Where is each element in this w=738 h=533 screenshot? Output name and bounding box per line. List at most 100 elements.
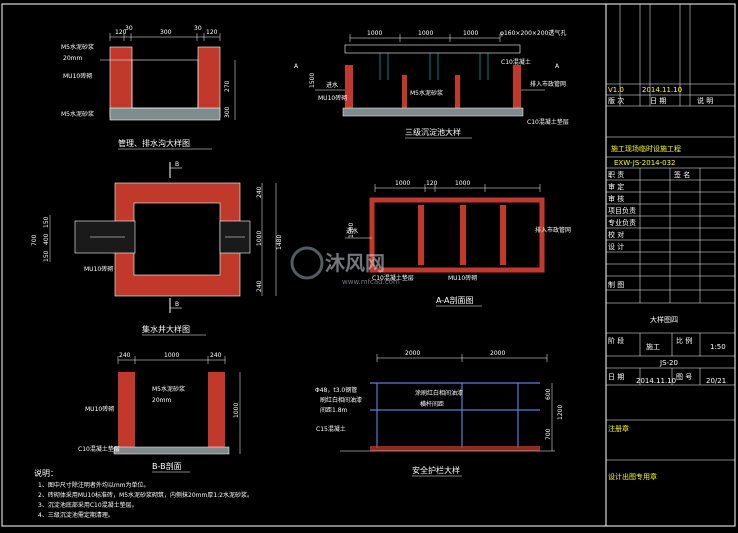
tb-role-label-3: 项目负责 [608,206,636,215]
tb-seal: 设计出图专用章 [608,472,657,481]
tb-sheet-label: 图 号 [676,373,692,381]
aa-label-brick: MU10砖砌 [448,274,477,282]
tank-label-vent: φ160×200×200透气孔 [500,29,566,37]
gutter-dim-3: 300 [160,29,172,36]
bb-label-bedding: C10混凝土垫层 [78,445,120,453]
sump-dim-l1: 150 [43,216,50,228]
note-line-4: 4、三级沉淀池需定期清理。 [38,511,114,519]
tb-sheet-code: JS-20 [659,359,678,367]
section-aa: 1000 120 1000 1500 进水 排入市政管网 C10混凝土垫层 MU… [345,180,571,307]
rail-title: 安全护栏大样 [412,465,460,475]
rail-dim-1: 2000 [405,350,420,357]
tb-role-sign: 签 名 [674,170,690,179]
title-block-text: V1.0 2014.11.10 版 次 日 期 说 明 施工现场临时设施工程 E… [608,86,726,481]
sump-mark-bottom: B [175,301,179,308]
tb-date-value: 2014.11.10 [636,377,676,385]
railing-detail: 2000 2000 600 1200 700 Φ48，t3.0钢管 刷红白相间油… [315,350,564,477]
sump-dim-l2: 400 [43,233,50,245]
rail-dim-2: 2000 [490,350,505,357]
bb-dim-2: 1000 [164,352,179,359]
gutter-dim-right-2: 300 [224,106,231,118]
tank-title: 三级沉淀池大样 [405,127,461,137]
aa-title: A-A剖面图 [436,295,473,305]
rail-label-paint: 刷红白相间油漆 [320,396,362,404]
gutter-detail: 120 30 300 30 120 270 300 M5水泥砂浆 20mm MU… [61,25,236,150]
tb-scale-label: 比 例 [676,336,692,345]
tb-role-label-4: 专业负责 [608,218,636,227]
notes: 说明： 1、图中尺寸除注明者外均以mm为单位。 2、砖砌体采用MU10标准砖，M… [34,468,253,519]
tank-label-outlet: 排入市政管网 [530,80,566,88]
tank-section-mark: A [294,63,299,70]
tank-label-bedding: C10混凝土垫层 [527,118,569,126]
tb-role-label-6: 设 计 [608,242,624,251]
rail-label-spacing: 间距1.8m [320,406,348,414]
gutter-dim-2: 30 [125,25,133,32]
tb-version: V1.0 [608,86,624,94]
tb-role-label-1: 审 定 [608,182,624,191]
aa-dim-1: 1000 [395,180,410,187]
bb-dim-1: 240 [119,352,131,359]
gutter-dim-1: 120 [115,29,127,36]
section-bb: 240 1000 240 1000 M5水泥砂浆 20mm MU10砖砌 C10… [78,352,241,473]
bb-title: B-B剖面 [152,461,182,471]
tank-section-mark-right: A [555,63,560,70]
tank-dim-left: 1500 [309,73,316,88]
tb-row-label-3: 说 明 [697,96,713,105]
watermark: 沐风网 www.mfcad.com [290,246,400,286]
tb-drawing-code: EXW-JS-2014-032 [614,159,676,167]
gutter-dim-right-1: 270 [224,80,231,92]
sump-dim-r1: 240 [256,186,263,198]
sump-label-brick: MU10砖砌 [84,265,113,273]
note-line-3: 3、沉淀池底部采用C10混凝土垫层。 [38,501,138,509]
note-line-1: 1、图中尺寸除注明者外均以mm为单位。 [38,481,150,489]
aa-label-bedding: C10混凝土垫层 [372,274,414,282]
bb-label-brick: MU10砖砌 [85,405,114,413]
watermark-url: www.mfcad.com [342,278,400,286]
tank-detail: 1000 1000 1000 φ160×200×200透气孔 A A 1500 … [294,29,569,139]
gutter-label-2: 20mm [63,55,82,62]
tb-role-label-5: 校 对 [608,230,624,239]
bb-label-thickness: 20mm [152,397,171,404]
notes-heading: 说明： [34,468,58,478]
tank-label-mortar: M5水泥砂浆 [410,89,443,97]
tb-sheet-value: 20/21 [706,377,726,385]
tb-row-label-2: 日 期 [650,97,666,105]
sump-dim-left-total: 700 [31,234,38,246]
tb-date-label: 日 期 [608,373,624,381]
tb-role-label-0: 职 责 [608,170,624,179]
tank-label-concrete: C10混凝土 [501,58,531,66]
sump-dim-r3: 240 [256,280,263,292]
tb-register: 注册章 [608,424,629,433]
aa-dim-2: 120 [426,180,438,187]
rail-dim-r2: 1200 [557,405,564,420]
gutter-label-1: M5水泥砂浆 [61,43,94,51]
tb-role-label-7: 制 图 [608,280,624,289]
tank-label-brick: MU10砖砌 [318,94,347,102]
tank-dim-3: 1000 [463,30,478,37]
tank-dim-2: 1000 [418,30,433,37]
rail-dim-r1: 600 [545,388,552,400]
gutter-dim-4: 30 [194,25,202,32]
tb-scale-value: 1:50 [710,343,726,351]
rail-label-concrete: C15混凝土 [316,425,346,433]
aa-dim-left: 1500 [348,223,355,238]
bb-label-mortar: M5水泥砂浆 [152,385,185,393]
tb-stage-value: 施工 [646,342,660,351]
bb-dim-3: 240 [210,352,222,359]
rail-label-bar: 横杆间距 [420,400,444,408]
tb-drawing-title: 大样图四 [650,315,678,324]
tb-project-name: 施工现场临时设施工程 [611,144,681,153]
sump-mark-top: B [175,161,179,168]
aa-label-outlet: 排入市政管网 [535,226,571,234]
sump-dim-total: 1480 [276,235,283,250]
aa-dim-3: 1000 [455,180,470,187]
title-block [606,4,735,461]
sheet-border [1,3,736,527]
gutter-title: 管理、排水沟大样图 [118,138,190,148]
gutter-dim-5: 120 [206,29,218,36]
bb-dim-right: 1000 [233,403,240,418]
tb-role-label-2: 审 核 [608,194,624,203]
sump-title: 集水井大样图 [142,324,190,334]
